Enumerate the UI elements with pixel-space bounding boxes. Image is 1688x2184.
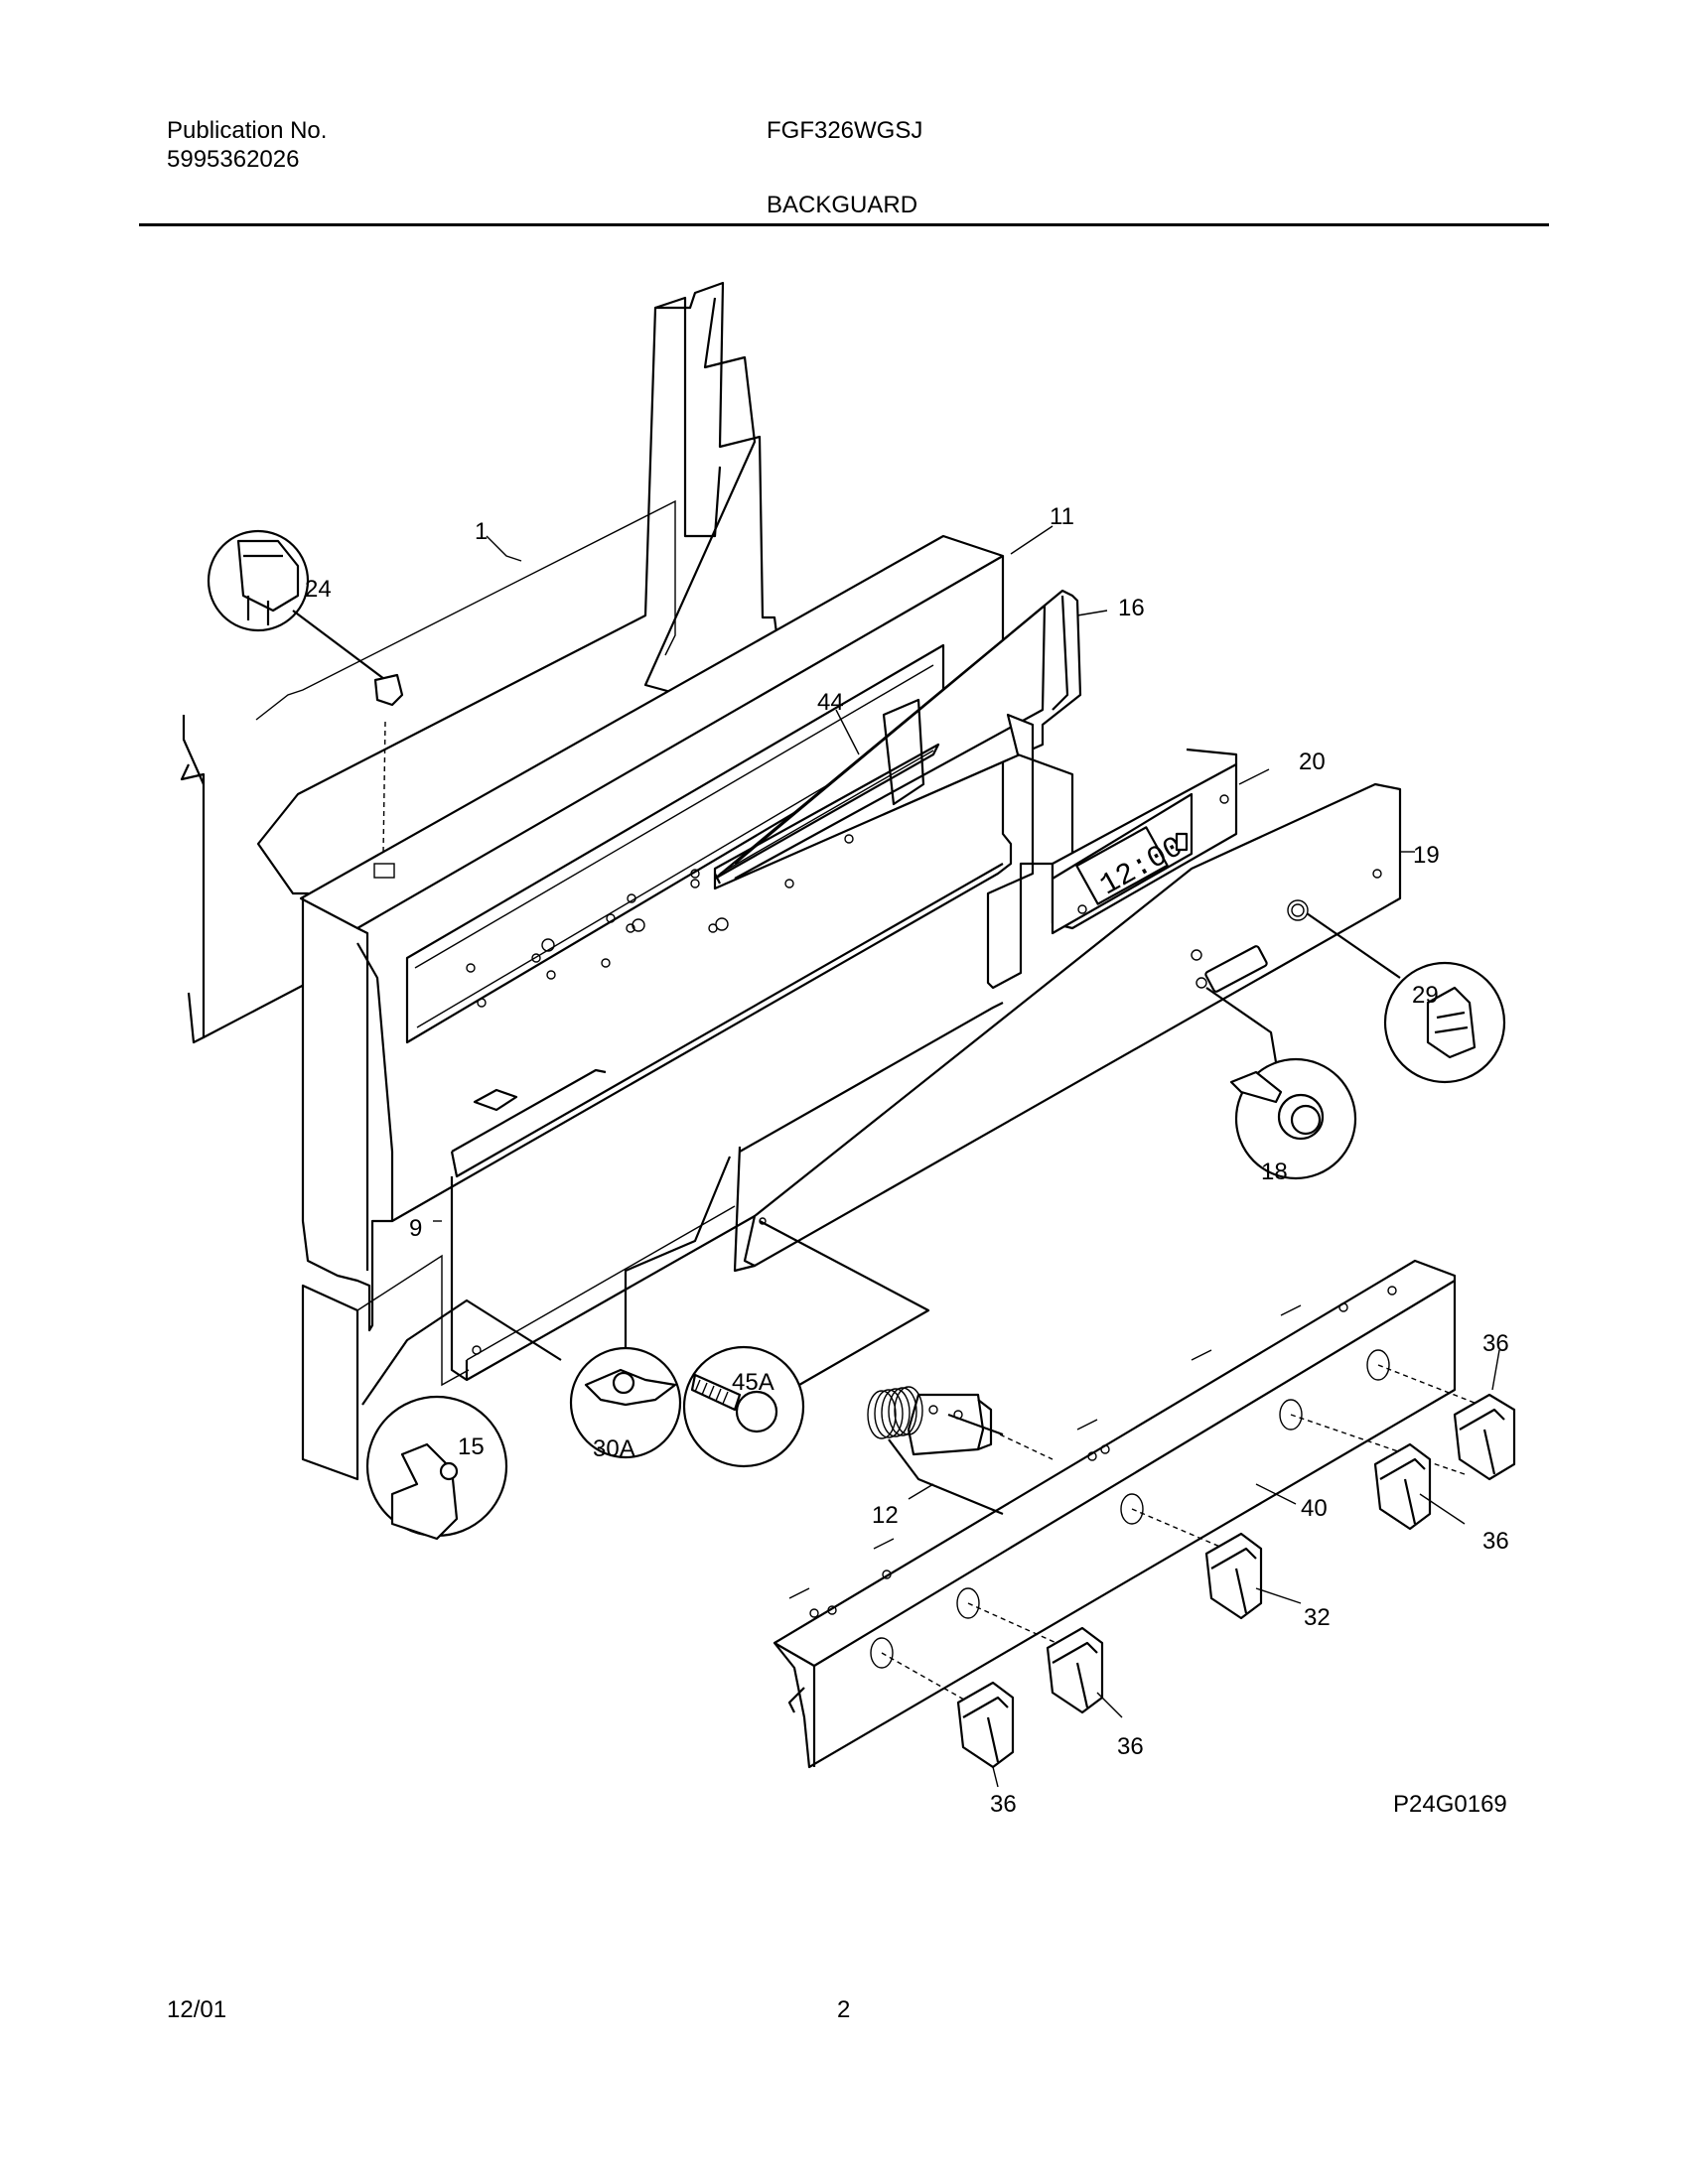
label-part-1: 1 <box>475 518 488 545</box>
footer-page: 2 <box>837 1996 851 2023</box>
label-part-36-a: 36 <box>1482 1330 1509 1357</box>
overlay-panel <box>733 782 1402 1273</box>
bracket-inset-15 <box>361 1298 562 1541</box>
label-part-32: 32 <box>1304 1604 1331 1631</box>
knob-inset-29 <box>1306 912 1506 1084</box>
knob-lower-center <box>1046 1626 1104 1714</box>
manifold-panel <box>773 1259 1457 1769</box>
display-bezel <box>713 589 1082 890</box>
label-part-19: 19 <box>1413 842 1440 869</box>
label-part-16: 16 <box>1118 595 1145 621</box>
label-part-9: 9 <box>409 1215 422 1242</box>
wingnut-inset-30A <box>569 1156 732 1459</box>
label-part-29: 29 <box>1412 982 1439 1009</box>
publication-label: Publication No. <box>167 117 328 144</box>
label-part-36-b: 36 <box>1482 1528 1509 1555</box>
control-knobs <box>956 1393 1516 1769</box>
pushbutton-inset-18 <box>1205 987 1357 1180</box>
backguard-housing <box>299 534 1013 1481</box>
section-title: BACKGUARD <box>767 192 918 218</box>
manifold-holes <box>809 1286 1397 1669</box>
label-part-15: 15 <box>458 1433 485 1460</box>
label-part-24: 24 <box>305 576 332 603</box>
bolt-inset-45A <box>682 1220 930 1468</box>
knob-right <box>1373 1442 1432 1531</box>
label-part-20: 20 <box>1299 749 1326 775</box>
thermostat-capillary-coil <box>867 1386 923 1439</box>
leader-lines <box>382 721 1480 1708</box>
publication-number: 5995362026 <box>167 146 300 173</box>
part-labels: 1 11 16 24 44 20 19 29 18 9 15 30A 45A 1… <box>305 503 1509 1818</box>
model-number: FGF326WGSJ <box>767 117 923 144</box>
label-part-11: 11 <box>1050 503 1074 530</box>
label-part-12: 12 <box>872 1502 899 1529</box>
figure-id: P24G0169 <box>1393 1791 1507 1818</box>
label-part-45A: 45A <box>732 1369 774 1396</box>
knob-center <box>1204 1532 1263 1620</box>
label-part-18: 18 <box>1261 1159 1288 1185</box>
thermostat <box>867 1386 1004 1516</box>
trim-strip <box>713 743 940 881</box>
clock-module: 12:00 <box>986 713 1238 990</box>
label-leaders <box>433 525 1500 1788</box>
footer-date: 12/01 <box>167 1996 227 2023</box>
label-part-40: 40 <box>1301 1495 1328 1522</box>
label-part-36-d: 36 <box>990 1791 1017 1818</box>
label-part-36-c: 36 <box>1117 1733 1144 1760</box>
knob-lower-left <box>956 1681 1015 1769</box>
knob-upper-right <box>1453 1393 1516 1481</box>
label-part-44: 44 <box>817 689 844 716</box>
switch-inset <box>207 529 404 707</box>
header-rule <box>139 223 1549 226</box>
label-part-30A: 30A <box>593 1435 635 1462</box>
